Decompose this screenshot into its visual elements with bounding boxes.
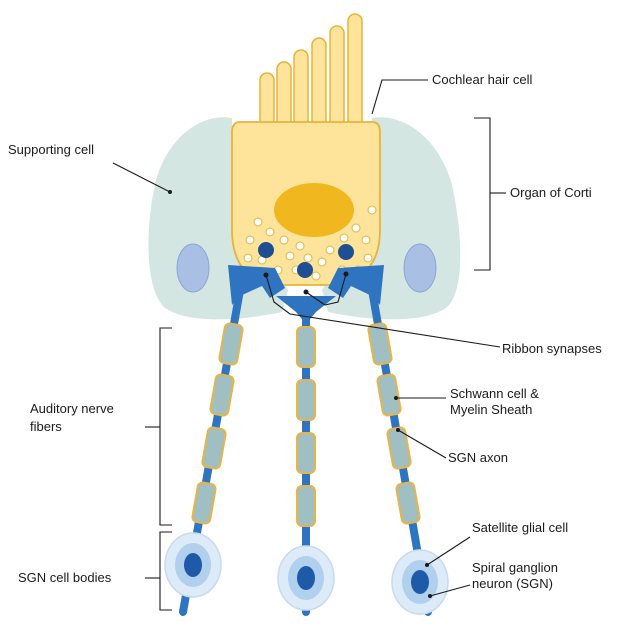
label-satellite-glial-cell: Satellite glial cell <box>472 520 568 535</box>
label-supporting-cell: Supporting cell <box>8 142 94 157</box>
label-schwann-line2: Myelin Sheath <box>450 402 532 417</box>
label-auditory-line1: Auditory nerve <box>30 401 114 416</box>
label-sgn-axon: SGN axon <box>448 450 508 465</box>
label-cochlear-hair-cell: Cochlear hair cell <box>432 72 533 87</box>
hair-cell-nucleus <box>274 183 354 237</box>
label-spiral-line1: Spiral ganglion <box>472 560 558 575</box>
stereocilia <box>260 14 362 131</box>
label-auditory-line2: fibers <box>30 419 62 434</box>
label-ribbon-synapses: Ribbon synapses <box>502 341 602 356</box>
supporting-cell-nucleus-right <box>404 244 436 292</box>
label-schwann-line1: Schwann cell & <box>450 386 539 401</box>
label-organ-of-corti: Organ of Corti <box>510 185 592 200</box>
label-spiral-line2: neuron (SGN) <box>472 576 553 591</box>
supporting-cell-nucleus-left <box>177 244 209 292</box>
label-sgn-cell-bodies: SGN cell bodies <box>18 570 112 585</box>
